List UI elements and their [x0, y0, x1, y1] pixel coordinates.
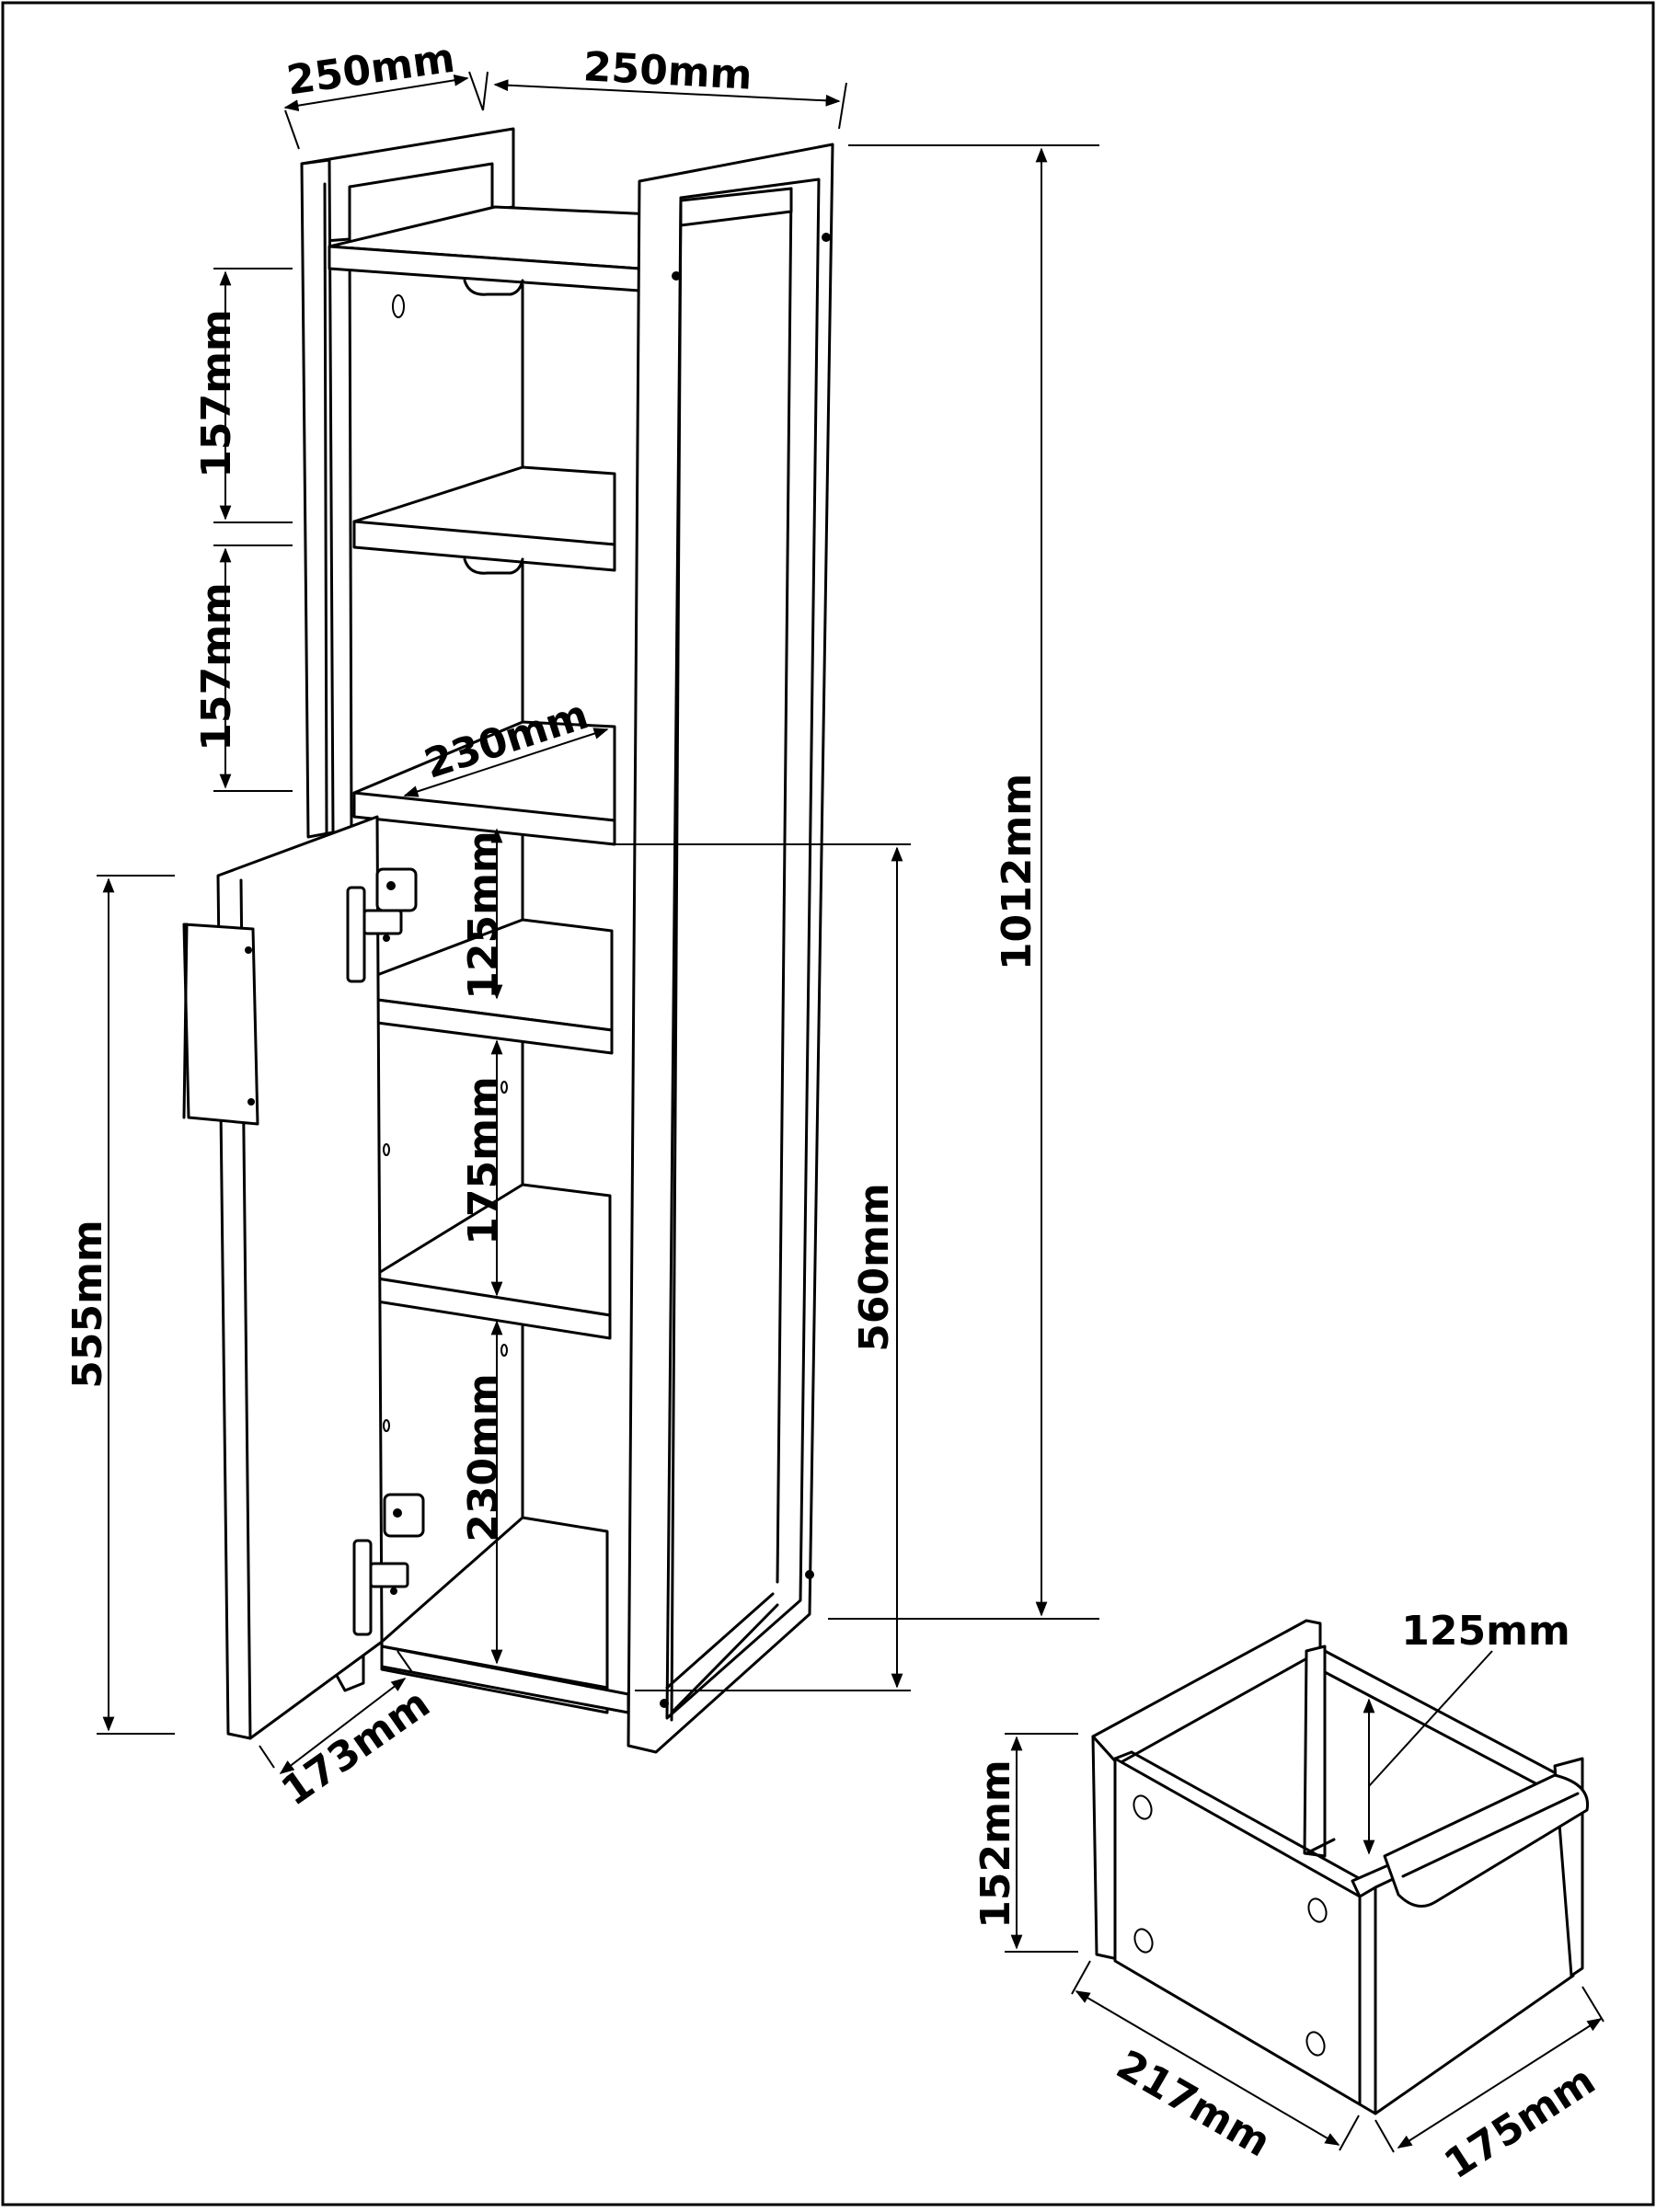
holder-roll-bar — [1383, 1773, 1590, 1908]
dim-total-height: 1012mm — [994, 774, 1041, 970]
hinge-upper — [346, 867, 418, 983]
dim-shelf-gap-upper: 157mm — [193, 309, 240, 478]
dim-compartment-2: 175mm — [460, 1076, 507, 1245]
hinge-lower — [352, 1493, 425, 1636]
dim-holder-height: 152mm — [972, 1759, 1019, 1929]
dim-holder-inner: 125mm — [1401, 1608, 1570, 1655]
dim-holder-width: 175mm — [1436, 2057, 1604, 2188]
door-handle — [182, 923, 259, 1126]
dim-compartment-1: 125mm — [460, 831, 507, 1000]
dim-lower-section: 560mm — [851, 1183, 898, 1352]
dim-top-width: 250mm — [582, 43, 753, 99]
holder-drawing — [1091, 1619, 1590, 2115]
dim-door-height: 555mm — [64, 1220, 111, 1389]
dim-shelf-gap-middle: 157mm — [193, 582, 240, 751]
dim-compartment-3: 230mm — [460, 1373, 507, 1542]
cabinet-drawing — [182, 127, 834, 1754]
